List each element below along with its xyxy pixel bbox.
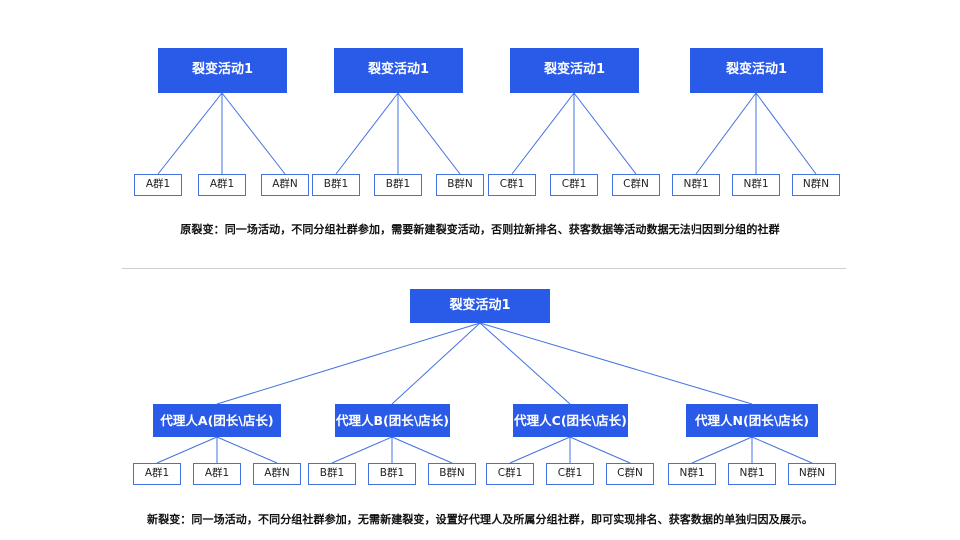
edge-new-root-agent-3 xyxy=(479,322,571,405)
new-agent-2-leaf-3[interactable]: B群N xyxy=(428,463,476,485)
edge-new-1-leaf-1 xyxy=(156,436,218,464)
new-agent-2[interactable]: 代理人B(团长\店长) xyxy=(335,404,450,437)
old-tree-4-root-label: 裂变活动1 xyxy=(725,62,788,78)
edge-old-2-leaf-3 xyxy=(397,92,461,175)
edge-new-root-agent-4 xyxy=(479,322,753,405)
old-tree-3-leaf-3-label: C群N xyxy=(623,178,649,191)
edge-new-4-leaf-3 xyxy=(751,436,813,464)
old-tree-1-leaf-1[interactable]: A群1 xyxy=(134,174,182,196)
new-agent-1-leaf-2[interactable]: A群1 xyxy=(193,463,241,485)
old-tree-2-root[interactable]: 裂变活动1 xyxy=(334,48,463,93)
new-agent-4-label: 代理人N(团长\店长) xyxy=(695,412,809,428)
edge-new-root-agent-2 xyxy=(391,322,481,405)
old-tree-2-leaf-3[interactable]: B群N xyxy=(436,174,484,196)
edge-old-3-leaf-3 xyxy=(573,92,637,175)
edge-new-3-leaf-1 xyxy=(509,436,571,464)
old-tree-4-leaf-3-label: N群N xyxy=(802,178,830,191)
new-agent-4-leaf-1-label: N群1 xyxy=(679,467,705,480)
edge-old-2-leaf-1 xyxy=(335,92,399,175)
edge-new-root-agent-1 xyxy=(216,322,481,405)
new-agent-4[interactable]: 代理人N(团长\店长) xyxy=(686,404,818,437)
new-agent-1[interactable]: 代理人A(团长\店长) xyxy=(153,404,281,437)
new-agent-3-leaf-2-label: C群1 xyxy=(557,467,583,480)
edge-old-4-leaf-1 xyxy=(695,92,757,175)
edge-old-4-leaf-3 xyxy=(755,92,817,175)
old-tree-3-root-label: 裂变活动1 xyxy=(543,62,606,78)
old-tree-3-leaf-1-label: C群1 xyxy=(499,178,525,191)
new-agent-1-leaf-1-label: A群1 xyxy=(144,467,170,480)
old-tree-2-leaf-2-label: B群1 xyxy=(385,178,411,191)
old-tree-1-leaf-3[interactable]: A群N xyxy=(261,174,309,196)
old-tree-2-leaf-1-label: B群1 xyxy=(323,178,349,191)
new-agent-3-leaf-3[interactable]: C群N xyxy=(606,463,654,485)
old-tree-1-root[interactable]: 裂变活动1 xyxy=(158,48,287,93)
new-agent-1-leaf-3[interactable]: A群N xyxy=(253,463,301,485)
new-agent-2-leaf-1[interactable]: B群1 xyxy=(308,463,356,485)
new-agent-1-leaf-2-label: A群1 xyxy=(204,467,230,480)
edge-old-1-leaf-3 xyxy=(221,92,286,175)
edge-new-2-leaf-3 xyxy=(391,436,453,464)
new-agent-2-leaf-3-label: B群N xyxy=(439,467,465,480)
old-tree-1-root-label: 裂变活动1 xyxy=(191,62,254,78)
edge-new-2-leaf-1 xyxy=(331,436,393,464)
new-agent-2-label: 代理人B(团长\店长) xyxy=(335,412,450,428)
old-tree-2-leaf-3-label: B群N xyxy=(447,178,473,191)
new-agent-3[interactable]: 代理人C(团长\店长) xyxy=(513,404,628,437)
old-tree-4-leaf-1[interactable]: N群1 xyxy=(672,174,720,196)
old-section-caption: 原裂变：同一场活动，不同分组社群参加，需要新建裂变活动，否则拉新排名、获客数据等… xyxy=(180,223,780,236)
new-agent-2-leaf-2-label: B群1 xyxy=(379,467,405,480)
new-agent-3-label: 代理人C(团长\店长) xyxy=(514,412,627,428)
new-agent-4-leaf-2[interactable]: N群1 xyxy=(728,463,776,485)
new-agent-4-leaf-2-label: N群1 xyxy=(739,467,765,480)
old-tree-2-root-label: 裂变活动1 xyxy=(367,62,430,78)
old-tree-4-leaf-1-label: N群1 xyxy=(683,178,709,191)
new-tree-root-label: 裂变活动1 xyxy=(449,297,511,313)
old-tree-4-leaf-2-label: N群1 xyxy=(743,178,769,191)
old-tree-1-leaf-3-label: A群N xyxy=(272,178,298,191)
old-tree-2-leaf-1[interactable]: B群1 xyxy=(312,174,360,196)
old-tree-3-leaf-2[interactable]: C群1 xyxy=(550,174,598,196)
new-agent-1-leaf-3-label: A群N xyxy=(264,467,290,480)
new-agent-3-leaf-1[interactable]: C群1 xyxy=(486,463,534,485)
old-tree-4-leaf-2[interactable]: N群1 xyxy=(732,174,780,196)
edge-new-4-leaf-1 xyxy=(691,436,753,464)
new-agent-3-leaf-1-label: C群1 xyxy=(497,467,523,480)
new-tree-root[interactable]: 裂变活动1 xyxy=(410,289,550,323)
old-tree-3-leaf-3[interactable]: C群N xyxy=(612,174,660,196)
edge-old-3-leaf-1 xyxy=(511,92,575,175)
new-agent-3-leaf-2[interactable]: C群1 xyxy=(546,463,594,485)
new-agent-4-leaf-1[interactable]: N群1 xyxy=(668,463,716,485)
new-agent-1-label: 代理人A(团长\店长) xyxy=(160,412,274,428)
edge-old-1-leaf-1 xyxy=(157,92,223,175)
edge-new-1-leaf-3 xyxy=(216,436,278,464)
old-tree-2-leaf-2[interactable]: B群1 xyxy=(374,174,422,196)
section-divider xyxy=(122,268,846,269)
new-agent-2-leaf-2[interactable]: B群1 xyxy=(368,463,416,485)
old-tree-3-leaf-2-label: C群1 xyxy=(561,178,587,191)
new-agent-1-leaf-1[interactable]: A群1 xyxy=(133,463,181,485)
edge-new-3-leaf-3 xyxy=(569,436,631,464)
old-tree-3-root[interactable]: 裂变活动1 xyxy=(510,48,639,93)
old-tree-4-root[interactable]: 裂变活动1 xyxy=(690,48,823,93)
old-tree-1-leaf-2-label: A群1 xyxy=(209,178,235,191)
new-agent-4-leaf-3[interactable]: N群N xyxy=(788,463,836,485)
old-tree-1-leaf-1-label: A群1 xyxy=(145,178,171,191)
new-agent-3-leaf-3-label: C群N xyxy=(617,467,643,480)
old-tree-3-leaf-1[interactable]: C群1 xyxy=(488,174,536,196)
old-tree-4-leaf-3[interactable]: N群N xyxy=(792,174,840,196)
new-section-caption: 新裂变：同一场活动，不同分组社群参加，无需新建裂变，设置好代理人及所属分组社群，… xyxy=(147,513,813,526)
old-tree-1-leaf-2[interactable]: A群1 xyxy=(198,174,246,196)
new-agent-2-leaf-1-label: B群1 xyxy=(319,467,345,480)
new-agent-4-leaf-3-label: N群N xyxy=(798,467,826,480)
